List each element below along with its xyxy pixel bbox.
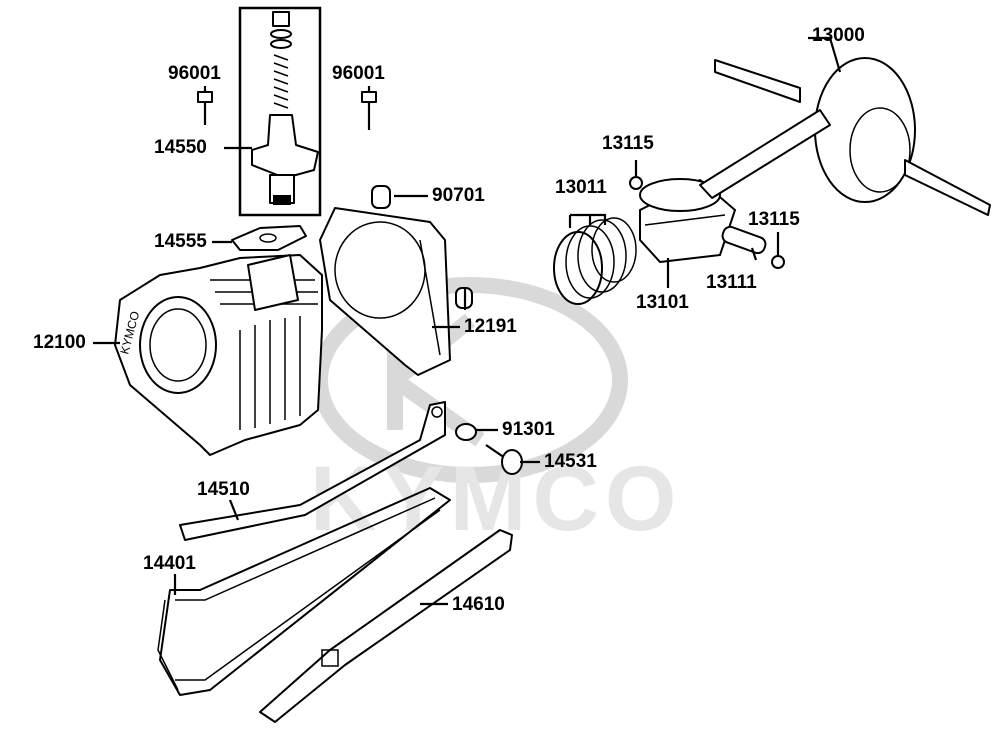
label-14555: 14555 xyxy=(154,231,207,252)
label-13101: 13101 xyxy=(636,292,689,313)
cylinder-12100: KYMCO xyxy=(114,254,323,456)
piston-13101 xyxy=(639,178,736,263)
label-96001-left: 96001 xyxy=(168,63,221,84)
label-13011: 13011 xyxy=(555,177,607,198)
label-14510: 14510 xyxy=(197,479,250,500)
label-13115-top: 13115 xyxy=(602,133,654,154)
label-13000: 13000 xyxy=(812,25,865,46)
gasket-12191 xyxy=(319,207,451,376)
guide-14510 xyxy=(179,401,446,541)
label-13111: 13111 xyxy=(706,272,757,293)
clip-13115-top xyxy=(629,176,643,190)
label-96001-right: 96001 xyxy=(332,63,385,84)
label-12100: 12100 xyxy=(33,332,86,353)
washer-91301 xyxy=(455,423,477,441)
clip-13115-right xyxy=(771,255,785,269)
gasket-14555 xyxy=(231,225,307,251)
bolt-96001-right xyxy=(361,91,377,130)
cam-chain-14401 xyxy=(157,487,451,696)
piston-rings-13011 xyxy=(553,213,637,305)
brand-watermark: KYMCO xyxy=(310,277,682,550)
leader-lines xyxy=(93,36,842,606)
guide-14610 xyxy=(259,529,513,723)
tensioner-assembly xyxy=(238,6,322,217)
label-14531: 14531 xyxy=(544,451,597,472)
label-14401: 14401 xyxy=(143,553,196,574)
label-12191: 12191 xyxy=(464,316,517,337)
label-14610: 14610 xyxy=(452,594,505,615)
watermark-text: KYMCO xyxy=(310,448,682,550)
bolt-96001-left xyxy=(197,91,213,125)
label-91301: 91301 xyxy=(502,419,555,440)
label-90701: 90701 xyxy=(432,185,485,206)
piston-pin-13111 xyxy=(721,225,767,255)
label-13115-right: 13115 xyxy=(748,209,800,230)
label-14550: 14550 xyxy=(154,137,207,158)
crankshaft-13000 xyxy=(699,57,991,216)
